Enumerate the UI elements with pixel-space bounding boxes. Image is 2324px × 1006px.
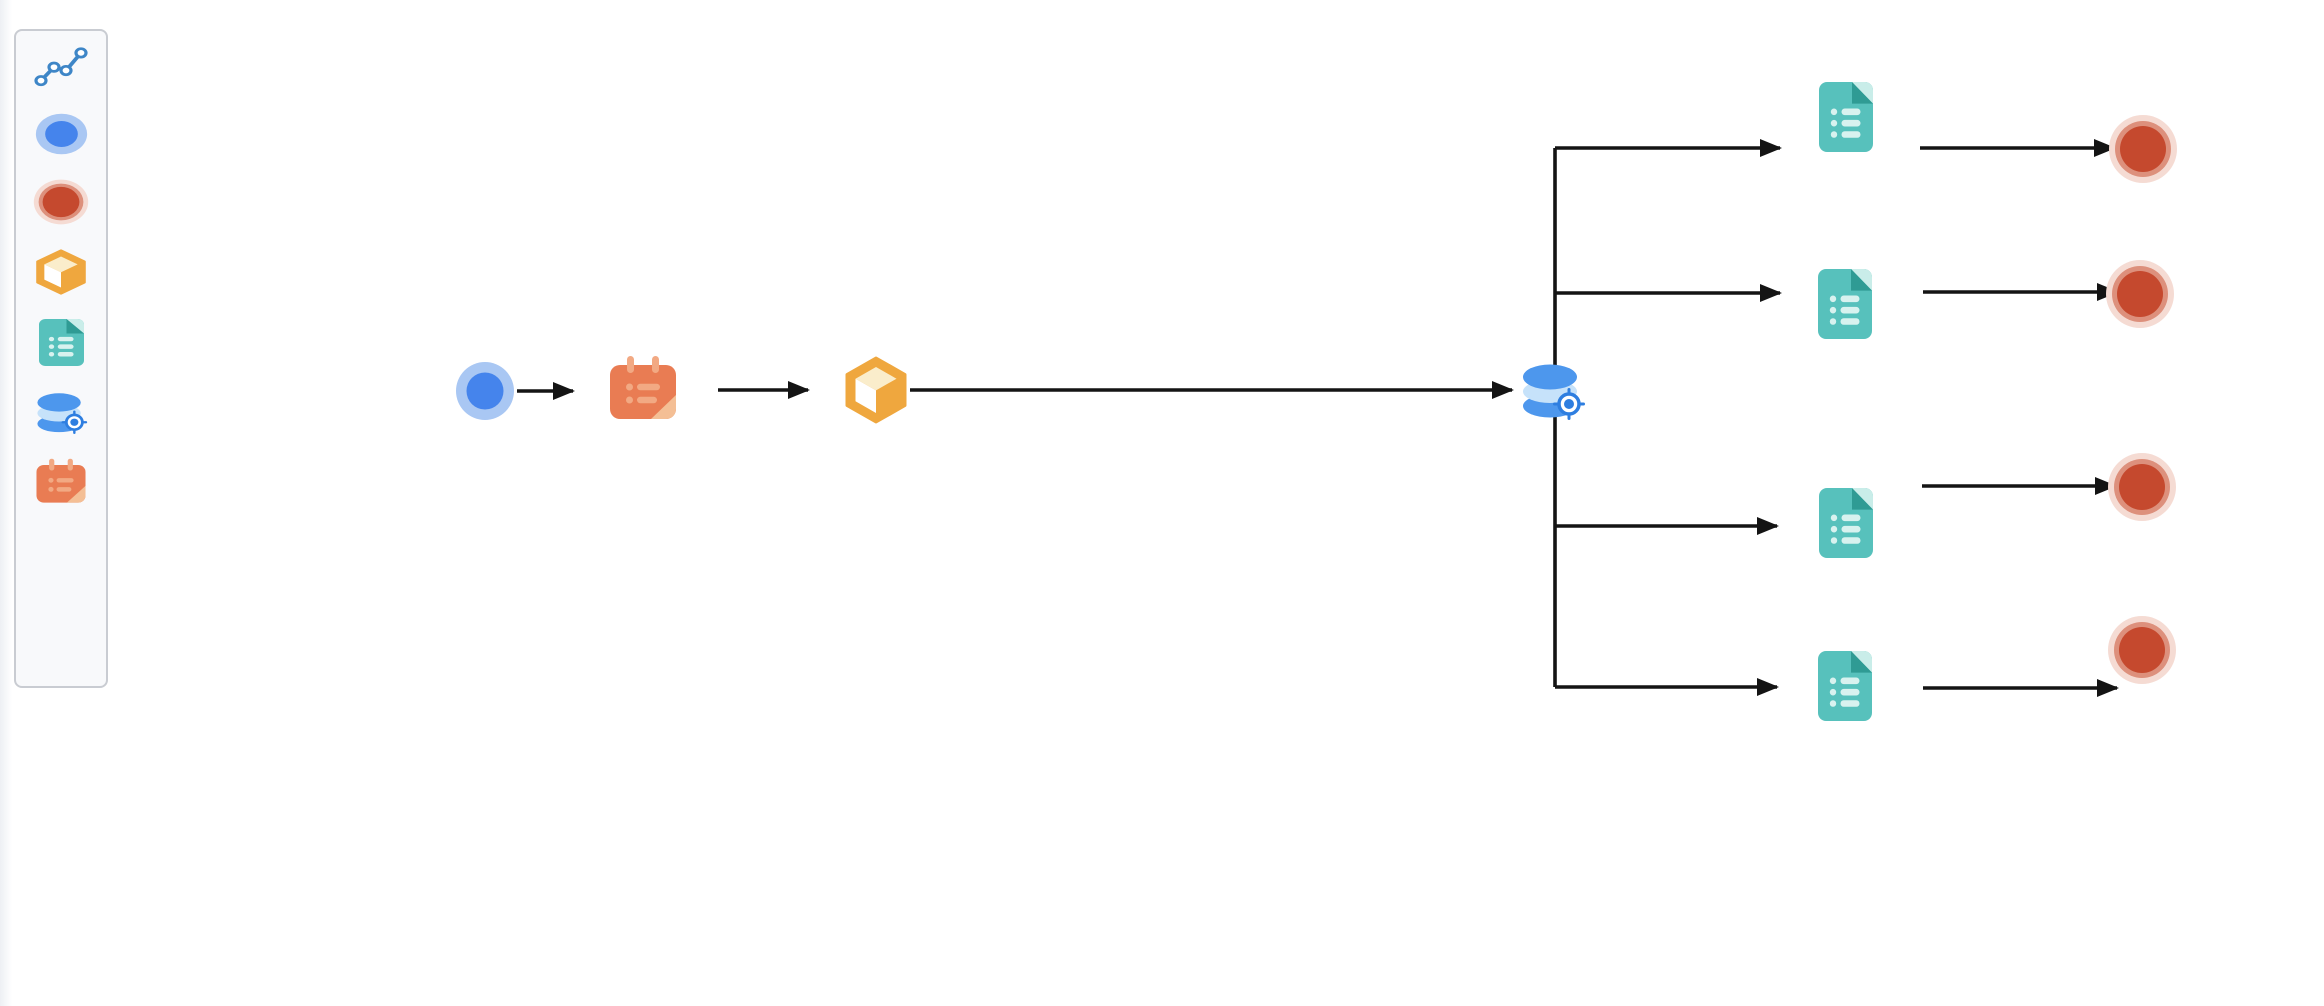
calendar-icon (36, 458, 86, 503)
palette-item-document-node[interactable] (38, 319, 84, 366)
palette-item-polyline-chart[interactable] (33, 42, 89, 89)
polyline-chart-icon (34, 47, 88, 87)
database-gear-icon (1523, 364, 1585, 420)
palette-item-package-node[interactable] (35, 249, 87, 295)
end-circle-icon (2108, 453, 2176, 521)
node-end-2[interactable] (2105, 259, 2175, 329)
node-database[interactable] (1520, 360, 1586, 420)
palette-item-schedule-node[interactable] (35, 458, 87, 504)
document-list-icon (1818, 269, 1872, 339)
node-end-3[interactable] (2107, 452, 2177, 522)
cube-icon (36, 249, 86, 295)
start-circle-icon (456, 362, 514, 420)
start-circle-icon (35, 113, 87, 155)
document-list-icon (38, 319, 84, 366)
end-circle-icon (2106, 260, 2174, 328)
calendar-icon (610, 356, 676, 419)
cube-icon (845, 356, 907, 424)
palette-item-end-node[interactable] (33, 179, 89, 225)
document-list-icon (1819, 82, 1873, 152)
node-end-4[interactable] (2107, 615, 2177, 685)
end-circle-icon (2109, 115, 2177, 183)
left-edge-gradient (0, 0, 12, 1006)
node-start[interactable] (455, 361, 515, 421)
node-schedule[interactable] (608, 355, 678, 421)
palette-item-start-node[interactable] (35, 113, 88, 155)
node-document-4[interactable] (1818, 651, 1872, 721)
node-end-1[interactable] (2108, 114, 2178, 184)
document-list-icon (1818, 651, 1872, 721)
node-document-3[interactable] (1819, 488, 1873, 558)
end-circle-icon (33, 179, 89, 225)
database-gear-icon (36, 393, 87, 434)
node-document-2[interactable] (1818, 269, 1872, 339)
node-document-1[interactable] (1819, 82, 1873, 152)
end-circle-icon (2108, 616, 2176, 684)
palette-item-database-node[interactable] (35, 390, 88, 434)
shape-palette (14, 29, 108, 688)
document-list-icon (1819, 488, 1873, 558)
node-package[interactable] (844, 356, 908, 424)
